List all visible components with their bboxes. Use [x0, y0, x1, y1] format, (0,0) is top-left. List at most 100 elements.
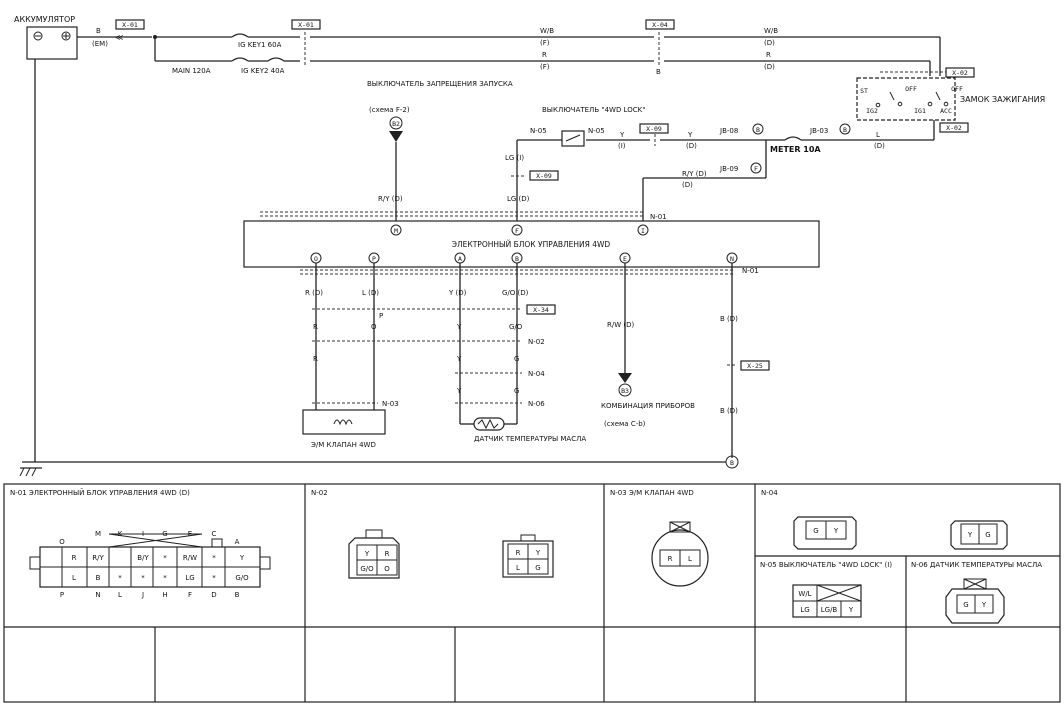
- svg-text:G: G: [535, 564, 540, 572]
- connector-x01-a: [115, 19, 145, 30]
- svg-text:R: R: [668, 555, 673, 563]
- svg-text:C: C: [212, 530, 217, 538]
- svg-text:(F): (F): [540, 39, 550, 47]
- solenoid: Э/М КЛАПАН 4WD: [302, 400, 386, 449]
- panel-n02-title: N-02: [311, 489, 328, 497]
- svg-text:R: R: [516, 549, 521, 557]
- svg-text:R: R: [313, 323, 318, 331]
- svg-text:LG: LG: [800, 606, 809, 614]
- svg-text:R/Y: R/Y: [92, 554, 104, 562]
- svg-text:G: G: [813, 527, 818, 535]
- svg-text:JB-09: JB-09: [719, 165, 738, 173]
- panel-n03-title: N-03 Э/М КЛАПАН 4WD: [610, 489, 694, 497]
- svg-text:(D): (D): [764, 63, 775, 71]
- svg-text:R/W: R/W: [183, 554, 197, 562]
- inhibitor-switch: ВЫКЛЮЧАТЕЛЬ ЗАПРЕЩЕНИЯ ЗАПУСКА (схема F-…: [367, 80, 513, 142]
- panel-n04: N-04 G Y Y G: [761, 489, 1008, 550]
- inhibitor-switch-label: ВЫКЛЮЧАТЕЛЬ ЗАПРЕЩЕНИЯ ЗАПУСКА: [367, 80, 513, 88]
- svg-text:X-04: X-04: [652, 21, 668, 29]
- svg-text:G: G: [514, 387, 519, 395]
- ecu-label: ЭЛЕКТРОННЫЙ БЛОК УПРАВЛЕНИЯ 4WD: [452, 240, 611, 249]
- panel-n05-title: N-05 ВЫКЛЮЧАТЕЛЬ "4WD LOCK" (I): [760, 561, 892, 569]
- fuse-main: [231, 57, 249, 62]
- inhibitor-ref: (схема F-2): [369, 106, 410, 114]
- ignition-switch-label: ЗАМОК ЗАЖИГАНИЯ: [960, 95, 1045, 104]
- panel-n06-title: N-06 ДАТЧИК ТЕМПЕРАТУРЫ МАСЛА: [911, 561, 1042, 569]
- svg-text:B: B: [730, 459, 734, 467]
- svg-text:A: A: [458, 255, 462, 263]
- svg-text:ACC: ACC: [940, 107, 952, 115]
- connector-x25: [740, 360, 770, 371]
- svg-text:E: E: [623, 255, 627, 263]
- svg-text:A: A: [235, 538, 240, 546]
- panel-n06: N-06 ДАТЧИК ТЕМПЕРАТУРЫ МАСЛА G Y: [911, 561, 1042, 624]
- svg-text:(F): (F): [540, 63, 550, 71]
- svg-text:L: L: [876, 131, 880, 139]
- fuse-main-label: MAIN 120A: [172, 67, 211, 75]
- svg-text:*: *: [212, 574, 216, 582]
- svg-text:*: *: [163, 554, 167, 562]
- svg-text:OFF: OFF: [905, 85, 917, 93]
- svg-text:N-03: N-03: [382, 400, 399, 408]
- fuse-ig-key2-label: IG KEY2 40A: [241, 67, 285, 75]
- svg-text:LG: LG: [185, 574, 194, 582]
- svg-text:F: F: [188, 591, 192, 599]
- panel-n01: N-01 ЭЛЕКТРОННЫЙ БЛОК УПРАВЛЕНИЯ 4WD (D)…: [10, 488, 271, 599]
- svg-text:B: B: [96, 574, 101, 582]
- svg-text:R/Y (D): R/Y (D): [682, 170, 707, 178]
- svg-text:Y: Y: [535, 549, 541, 557]
- panel-n04-title: N-04: [761, 489, 778, 497]
- svg-text:B (D): B (D): [720, 407, 738, 415]
- instrument-cluster: B3 КОМБИНАЦИЯ ПРИБОРОВ (схема C-b): [601, 373, 695, 428]
- battery: АККУМУЛЯТОР: [14, 15, 78, 60]
- svg-text:F: F: [754, 165, 758, 173]
- svg-text:J: J: [141, 591, 144, 599]
- svg-text:F: F: [515, 227, 519, 235]
- svg-text:N-02: N-02: [528, 338, 545, 346]
- svg-text:Y: Y: [239, 554, 245, 562]
- svg-text:D: D: [211, 591, 216, 599]
- svg-text:JB-08: JB-08: [719, 127, 738, 135]
- svg-text:JB-03: JB-03: [809, 127, 828, 135]
- svg-text:B: B: [235, 591, 240, 599]
- svg-text:W/B: W/B: [764, 27, 778, 35]
- svg-text:Y (D): Y (D): [448, 289, 467, 297]
- svg-text:N-05: N-05: [530, 127, 547, 135]
- svg-text:LG/B: LG/B: [821, 606, 838, 614]
- svg-text:N-05: N-05: [588, 127, 605, 135]
- cluster-ref: (схема C-b): [604, 420, 646, 428]
- svg-text:G/O: G/O: [509, 323, 523, 331]
- svg-text:N-04: N-04: [528, 370, 545, 378]
- fuse-ig-key1-label: IG KEY1 60A: [238, 41, 282, 49]
- svg-text:B3: B3: [621, 387, 629, 395]
- svg-text:R: R: [385, 550, 390, 558]
- svg-text:G: G: [514, 355, 519, 363]
- svg-text:O: O: [371, 323, 377, 331]
- svg-text:(D): (D): [682, 181, 693, 189]
- ecu-4wd: ЭЛЕКТРОННЫЙ БЛОК УПРАВЛЕНИЯ 4WD M F I O …: [243, 220, 820, 268]
- ground-ref-b: [725, 455, 739, 469]
- svg-text:G: G: [162, 530, 167, 538]
- cluster-label: КОМБИНАЦИЯ ПРИБОРОВ: [601, 402, 695, 410]
- svg-text:B (D): B (D): [720, 315, 738, 323]
- lock-switch-label: ВЫКЛЮЧАТЕЛЬ "4WD LOCK": [542, 106, 645, 114]
- svg-text:*: *: [163, 574, 167, 582]
- panel-n05: N-05 ВЫКЛЮЧАТЕЛЬ "4WD LOCK" (I) W/L LG L…: [760, 561, 892, 618]
- wire-label-b: B: [96, 27, 101, 35]
- svg-text:O: O: [384, 565, 390, 573]
- svg-text:LG (I): LG (I): [505, 154, 524, 162]
- battery-label: АККУМУЛЯТОР: [14, 15, 75, 24]
- svg-text:X-25: X-25: [747, 362, 763, 370]
- svg-text:O: O: [59, 538, 65, 546]
- svg-text:R (D): R (D): [305, 289, 323, 297]
- svg-text:Y: Y: [364, 550, 370, 558]
- svg-text:Y: Y: [456, 323, 462, 331]
- svg-text:R: R: [72, 554, 77, 562]
- svg-text:N-06: N-06: [528, 400, 545, 408]
- fuse-ig-key1: [231, 33, 249, 38]
- svg-text:(D): (D): [686, 142, 697, 150]
- svg-text:IG2: IG2: [866, 107, 878, 115]
- panel-n02: N-02 Y R G/O O R Y L G: [311, 489, 554, 579]
- svg-text:G: G: [963, 601, 968, 609]
- fuse-ig-key2: [267, 57, 285, 62]
